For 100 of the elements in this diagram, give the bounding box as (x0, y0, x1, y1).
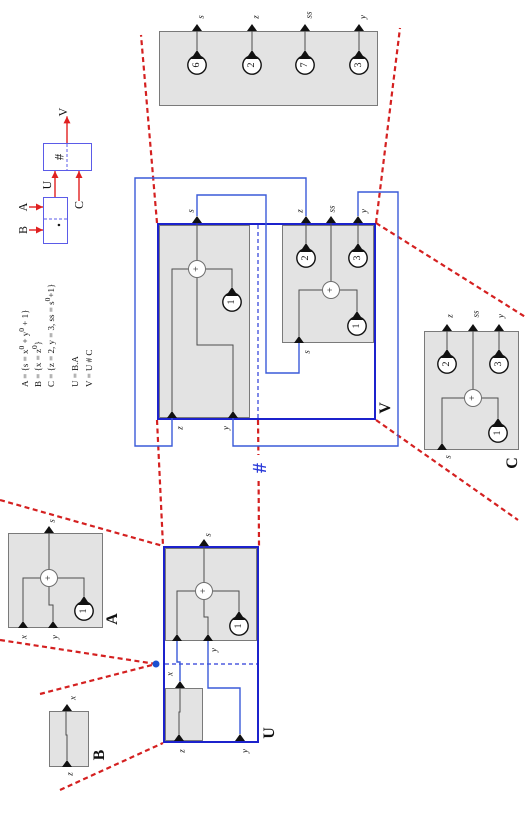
wire (232, 191, 399, 447)
constant-circle (437, 349, 457, 374)
equation-text: U = B.A (70, 356, 80, 387)
constant-value: 1 (493, 430, 503, 436)
constant-circle (242, 50, 262, 75)
hash-symbol: # (250, 463, 270, 473)
wire (66, 710, 68, 760)
edge-label: U (41, 180, 53, 190)
port-label: ss (304, 12, 314, 18)
arrow (29, 204, 43, 210)
port-label: z (66, 772, 74, 776)
port-triangle-icon (199, 539, 209, 546)
port-label: z (176, 426, 184, 430)
port-label: s (204, 533, 212, 537)
wire (482, 398, 498, 418)
constant-circle (488, 418, 508, 443)
port-label: y (50, 635, 60, 639)
port-triangle-icon (192, 216, 202, 223)
constant-value: 2 (442, 362, 452, 366)
port-triangle-icon (494, 324, 504, 331)
port-triangle-icon (326, 216, 336, 223)
constant-circle (349, 50, 369, 75)
block-caption: A (105, 613, 121, 625)
port-triangle-icon (203, 634, 213, 641)
operator-circle (188, 260, 206, 278)
sub-block (159, 225, 250, 418)
operator-circle (40, 569, 58, 587)
arrow (64, 116, 70, 143)
signal-label: A (17, 202, 29, 212)
port-label: ss (472, 310, 480, 318)
wire (48, 532, 50, 570)
constant-value: 2 (247, 62, 257, 68)
port-label: s (48, 519, 56, 523)
constant-circle (187, 50, 207, 75)
function-block (8, 533, 103, 628)
wire (498, 330, 500, 350)
wire (172, 268, 188, 412)
port-triangle-icon (468, 324, 478, 331)
wire (134, 177, 307, 447)
wire (176, 641, 181, 681)
port-label: z (446, 314, 454, 318)
wire (206, 268, 232, 288)
constant-circle (74, 596, 94, 621)
port-label: x (68, 696, 78, 700)
port-triangle-icon (235, 734, 245, 741)
port-triangle-icon (192, 24, 202, 31)
port-triangle-icon (62, 704, 72, 711)
wire (176, 590, 196, 634)
sub-block (165, 548, 257, 641)
block-caption: V (378, 402, 394, 414)
constant-circle (347, 311, 367, 336)
wire (196, 194, 300, 374)
block-caption: B (92, 750, 108, 760)
port-label: y (360, 209, 368, 213)
wire (178, 688, 180, 734)
port-label: y (496, 314, 506, 318)
wire (212, 590, 240, 612)
operator-box (43, 143, 92, 171)
port-label: s (444, 455, 452, 459)
function-block (424, 331, 519, 450)
port-label: y (222, 426, 230, 430)
constant-value: 3 (494, 362, 504, 366)
wire (207, 641, 241, 734)
operator-symbol: # (52, 154, 66, 160)
operator-circle (464, 389, 482, 407)
operator-circle (195, 582, 213, 600)
function-block (159, 31, 378, 106)
port-label: s (186, 209, 196, 213)
port-label: ss (328, 206, 336, 212)
port-label: z (178, 749, 186, 753)
port-label: y (358, 15, 368, 19)
port-label: z (296, 209, 304, 213)
wire (196, 222, 198, 260)
port-triangle-icon (62, 760, 72, 767)
sub-block (165, 688, 203, 741)
port-triangle-icon (174, 734, 184, 741)
port-triangle-icon (437, 443, 447, 450)
constant-value: 3 (354, 62, 364, 68)
port-label: y (210, 648, 218, 652)
port-triangle-icon (354, 24, 364, 31)
port-label: x (20, 635, 28, 639)
operator-symbol: + (468, 395, 478, 401)
function-block (49, 711, 89, 767)
constant-circle (348, 243, 368, 268)
composite-block (163, 546, 259, 743)
wire (446, 330, 448, 350)
block-caption: C (505, 457, 521, 469)
constant-circle (222, 287, 242, 312)
block-caption: U (262, 727, 278, 739)
port-triangle-icon (294, 336, 304, 343)
constant-value: 7 (300, 62, 310, 68)
constant-value: 1 (79, 608, 89, 614)
sub-block (282, 225, 374, 343)
port-triangle-icon (301, 216, 311, 223)
constant-circle (295, 50, 315, 75)
port-triangle-icon (247, 24, 257, 31)
constant-value: 1 (227, 300, 237, 304)
constant-circle (489, 349, 509, 374)
constant-circle (296, 243, 316, 268)
arrow (52, 171, 58, 197)
